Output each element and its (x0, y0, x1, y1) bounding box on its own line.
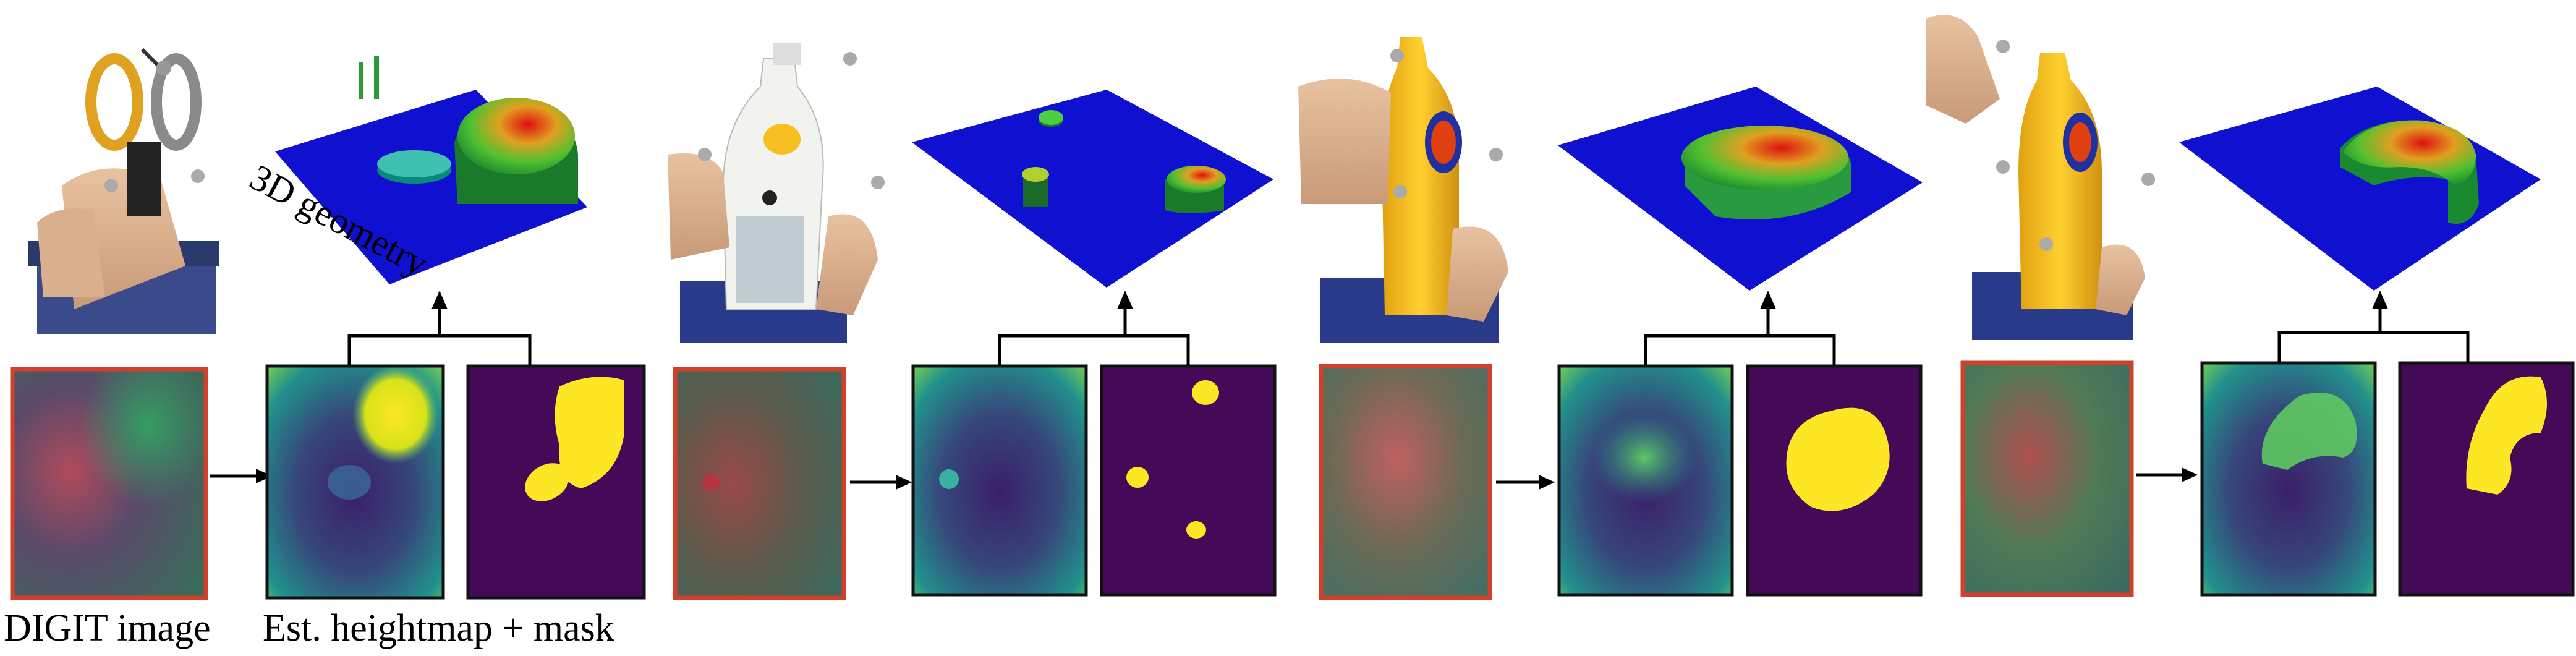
digit-image-scissors (10, 367, 208, 600)
bracket-soap-bottle (998, 309, 1190, 365)
heightmap-scissors (265, 364, 445, 600)
bracket-mustard-bottle-a (1644, 309, 1836, 365)
example-mustard-bottle-b (1926, 15, 2575, 597)
mask-scissors (466, 364, 646, 600)
bracket-mustard-bottle-b (2277, 309, 2470, 362)
heightmap-mustard-bottle-a (1557, 364, 1734, 597)
arrow-digit-to-heightmap (850, 475, 912, 490)
example-soap-bottle (668, 43, 1277, 600)
digit-image-mustard-bottle-b (1960, 360, 2134, 597)
bracket-arrowhead (431, 291, 448, 309)
geometry-3d-mustard-bottle-b (2179, 87, 2541, 291)
heightmap-mustard-bottle-b (2200, 361, 2377, 597)
example-mustard-bottle-a (1298, 37, 1923, 600)
caption-digit-image: DIGIT image (4, 607, 211, 649)
digit-image-mustard-bottle-a (1319, 364, 1492, 600)
photo-mustard-bottle-a (1298, 37, 1508, 343)
bracket-scissors (347, 309, 532, 365)
example-scissors: 3D geometry (10, 48, 646, 600)
digit-image-soap-bottle (673, 367, 846, 600)
bracket-arrowhead (1117, 291, 1133, 309)
caption-heightmap-mask: Est. heightmap + mask (263, 607, 614, 649)
heightmap-soap-bottle (911, 364, 1088, 597)
bracket-arrowhead (1760, 291, 1776, 309)
photo-soap-bottle (668, 43, 885, 343)
mask-soap-bottle (1100, 364, 1277, 597)
arrow-digit-to-heightmap (1496, 475, 1555, 490)
mask-mustard-bottle-b (2398, 361, 2575, 597)
geometry-3d-soap-bottle (912, 90, 1273, 288)
geometry-3d-scissors (275, 56, 587, 284)
arrow-digit-to-heightmap (2136, 467, 2198, 482)
photo-mustard-bottle-b (1926, 15, 2155, 340)
geometry-3d-mustard-bottle-a (1558, 87, 1923, 291)
photo-scissors (28, 48, 219, 334)
bracket-arrowhead (2372, 291, 2388, 309)
mask-mustard-bottle-a (1746, 364, 1923, 597)
arrow-digit-to-heightmap (210, 469, 272, 483)
